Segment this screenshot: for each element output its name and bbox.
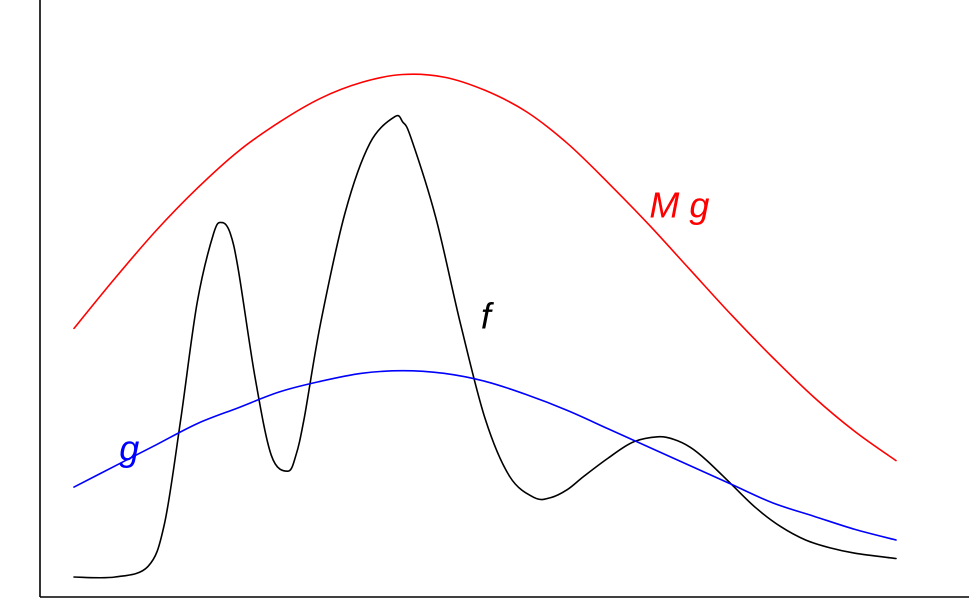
curve-label-m-g: M g [649, 184, 709, 225]
series-line-f [73, 114, 897, 579]
curve-label-f: f [481, 295, 495, 336]
curve-label-g: g [119, 428, 139, 469]
series-line-m-g [73, 73, 897, 462]
series-line-g [73, 369, 897, 541]
label-layer: M g f g [119, 184, 709, 468]
series-layer [73, 73, 897, 579]
axes [39, 0, 969, 598]
